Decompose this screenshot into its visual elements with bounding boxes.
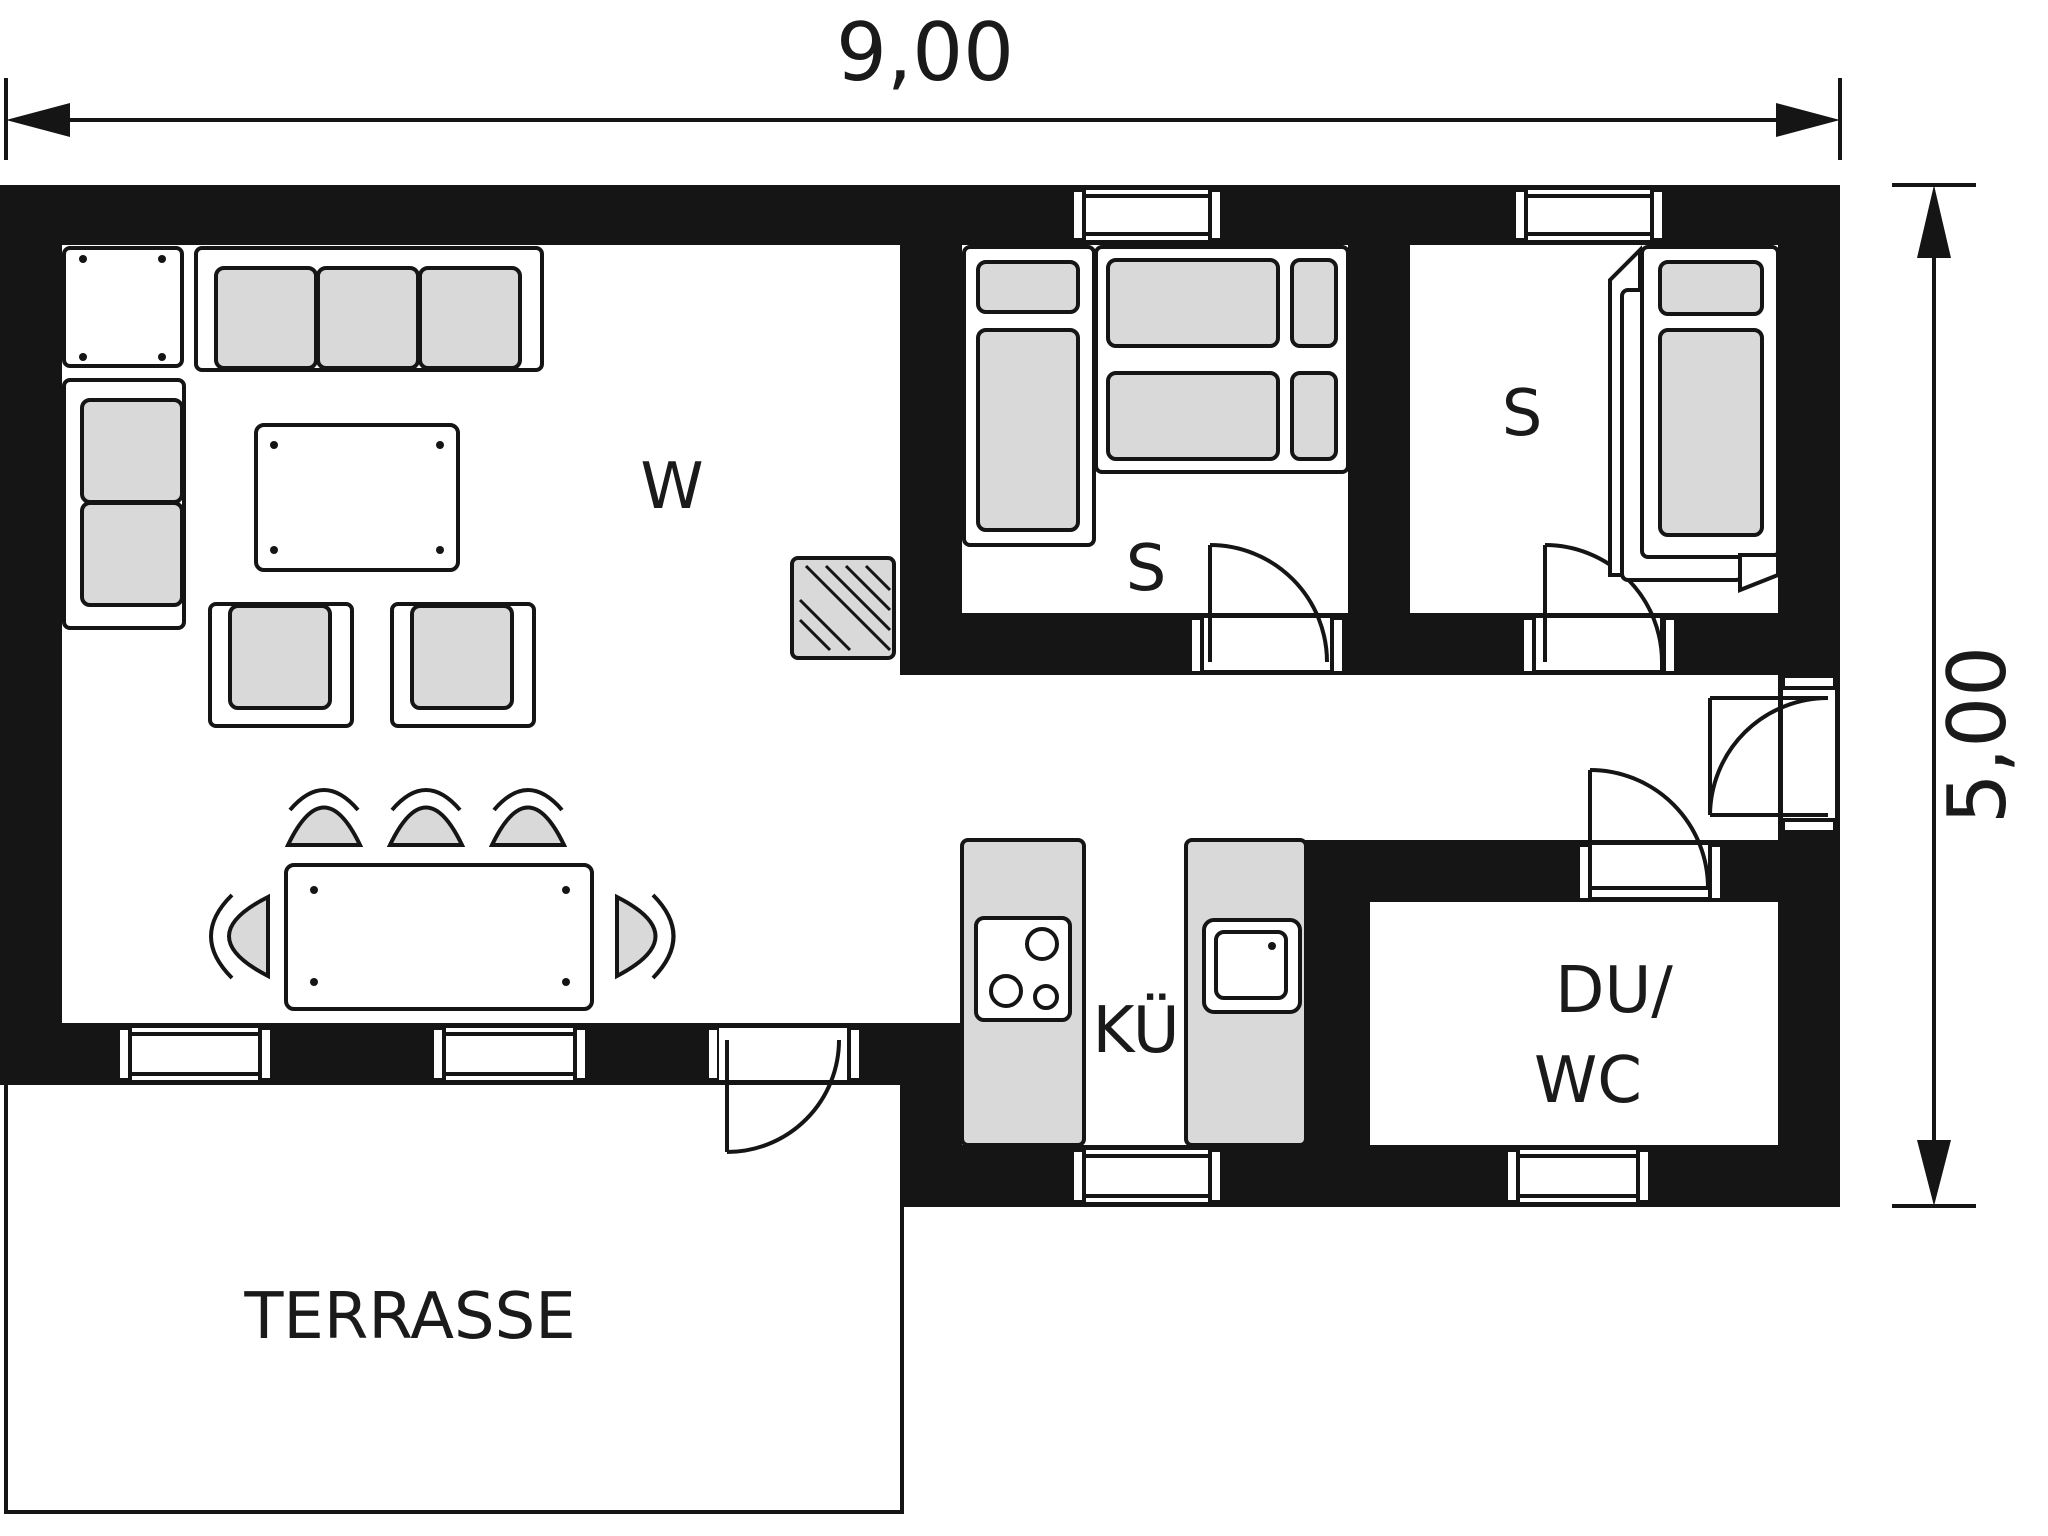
bedroom-2-furniture: S <box>1502 245 1780 593</box>
kitchen: KÜ <box>960 838 1308 1147</box>
terrace-label: TERRASSE <box>243 1280 575 1354</box>
bathroom: DU/ WC <box>1534 954 1673 1118</box>
living-room-furniture <box>62 246 896 1011</box>
height-dimension-label: 5,00 <box>1931 646 2024 824</box>
bedroom-2-label: S <box>1502 377 1543 451</box>
kitchen-label: KÜ <box>1092 993 1179 1068</box>
openings <box>116 188 1837 1204</box>
living-room-label: W <box>640 450 703 524</box>
bathroom-label-line-1: DU/ <box>1555 954 1673 1028</box>
bedroom-1-label: S <box>1126 532 1167 606</box>
width-dimension-label: 9,00 <box>836 6 1014 99</box>
bathroom-label-line-2: WC <box>1534 1044 1642 1118</box>
bedroom-1-furniture: S <box>962 245 1350 606</box>
width-dimension: 9,00 <box>4 6 1842 160</box>
dining-chairs <box>209 788 676 980</box>
height-dimension: 5,00 <box>1892 183 2024 1208</box>
terrace: TERRASSE <box>4 1085 904 1514</box>
